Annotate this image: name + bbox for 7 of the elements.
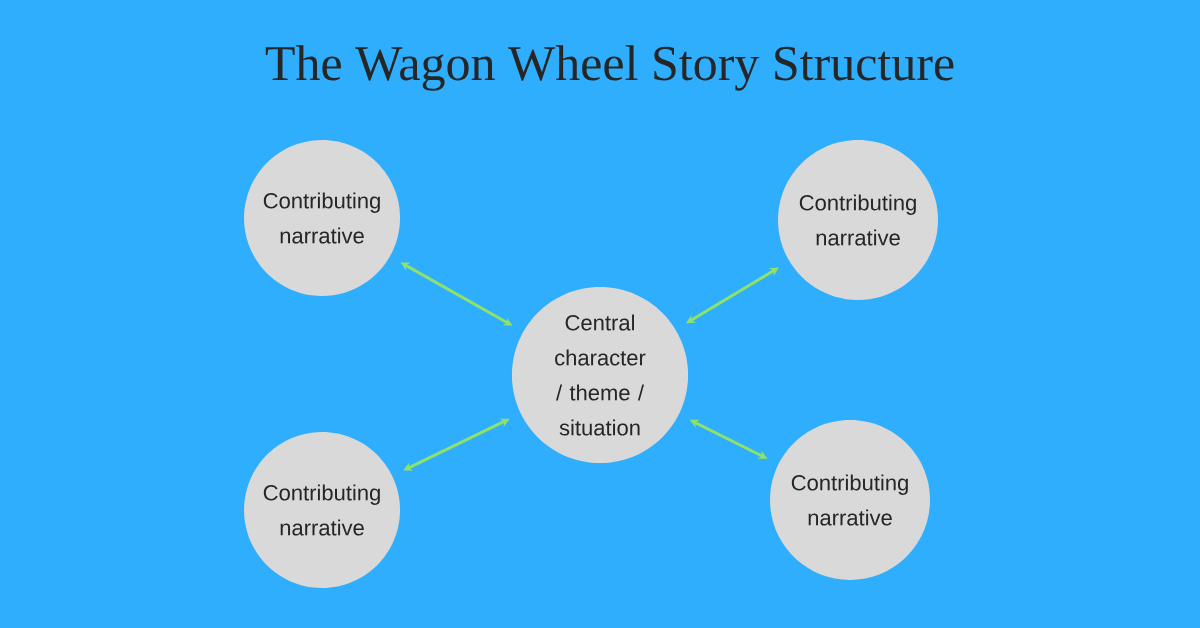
circle-node: Contributing narrative bbox=[778, 140, 938, 300]
title: The Wagon Wheel Story Structure bbox=[265, 45, 954, 91]
circle-node: Contributing narrative bbox=[244, 140, 400, 296]
double-arrow bbox=[403, 418, 510, 471]
circle-node: Contributing narrative bbox=[770, 420, 930, 580]
circle-node: Contributing narrative bbox=[244, 432, 400, 588]
circle-node: Central character / theme / situation bbox=[511, 286, 689, 464]
